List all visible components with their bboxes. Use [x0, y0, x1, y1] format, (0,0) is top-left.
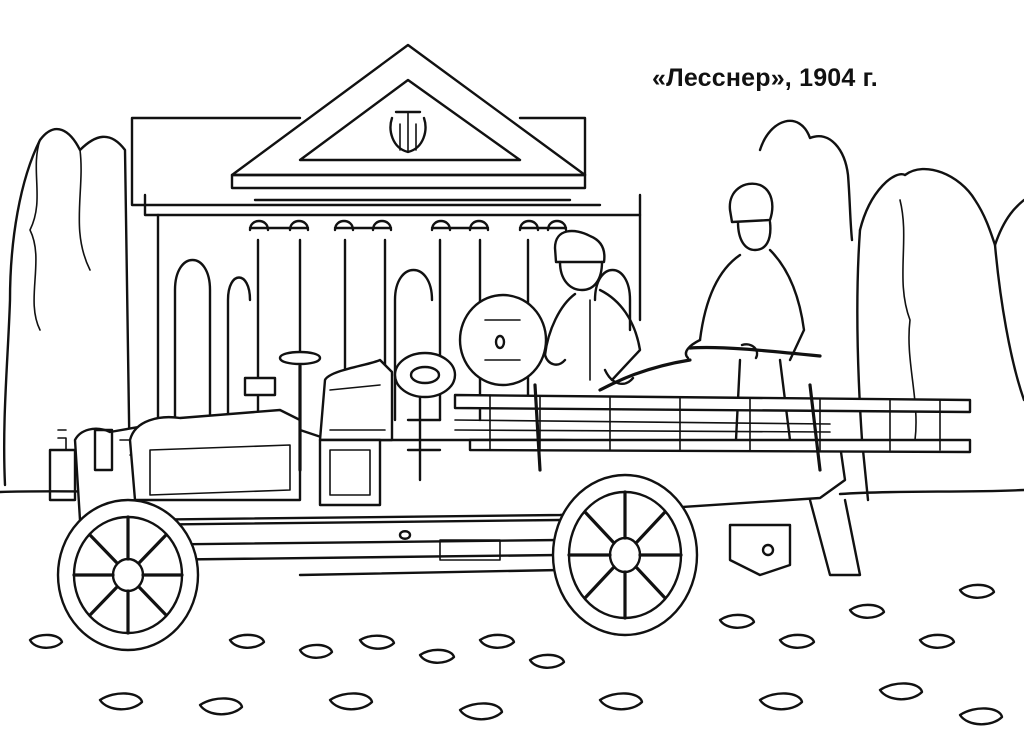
firefighter-left: [543, 229, 642, 386]
lyre-icon: [389, 110, 427, 154]
ladders: [453, 383, 972, 472]
bushes-right: [758, 119, 1024, 502]
fire-engine: [48, 293, 972, 577]
caption-title: «Лесснер», 1904 г.: [652, 64, 878, 92]
rear-wheel: [551, 473, 699, 637]
cobblestones: [28, 583, 1004, 726]
front-wheel: [56, 498, 200, 652]
bushes-left: [2, 128, 132, 487]
firefighter-right: [598, 182, 822, 442]
